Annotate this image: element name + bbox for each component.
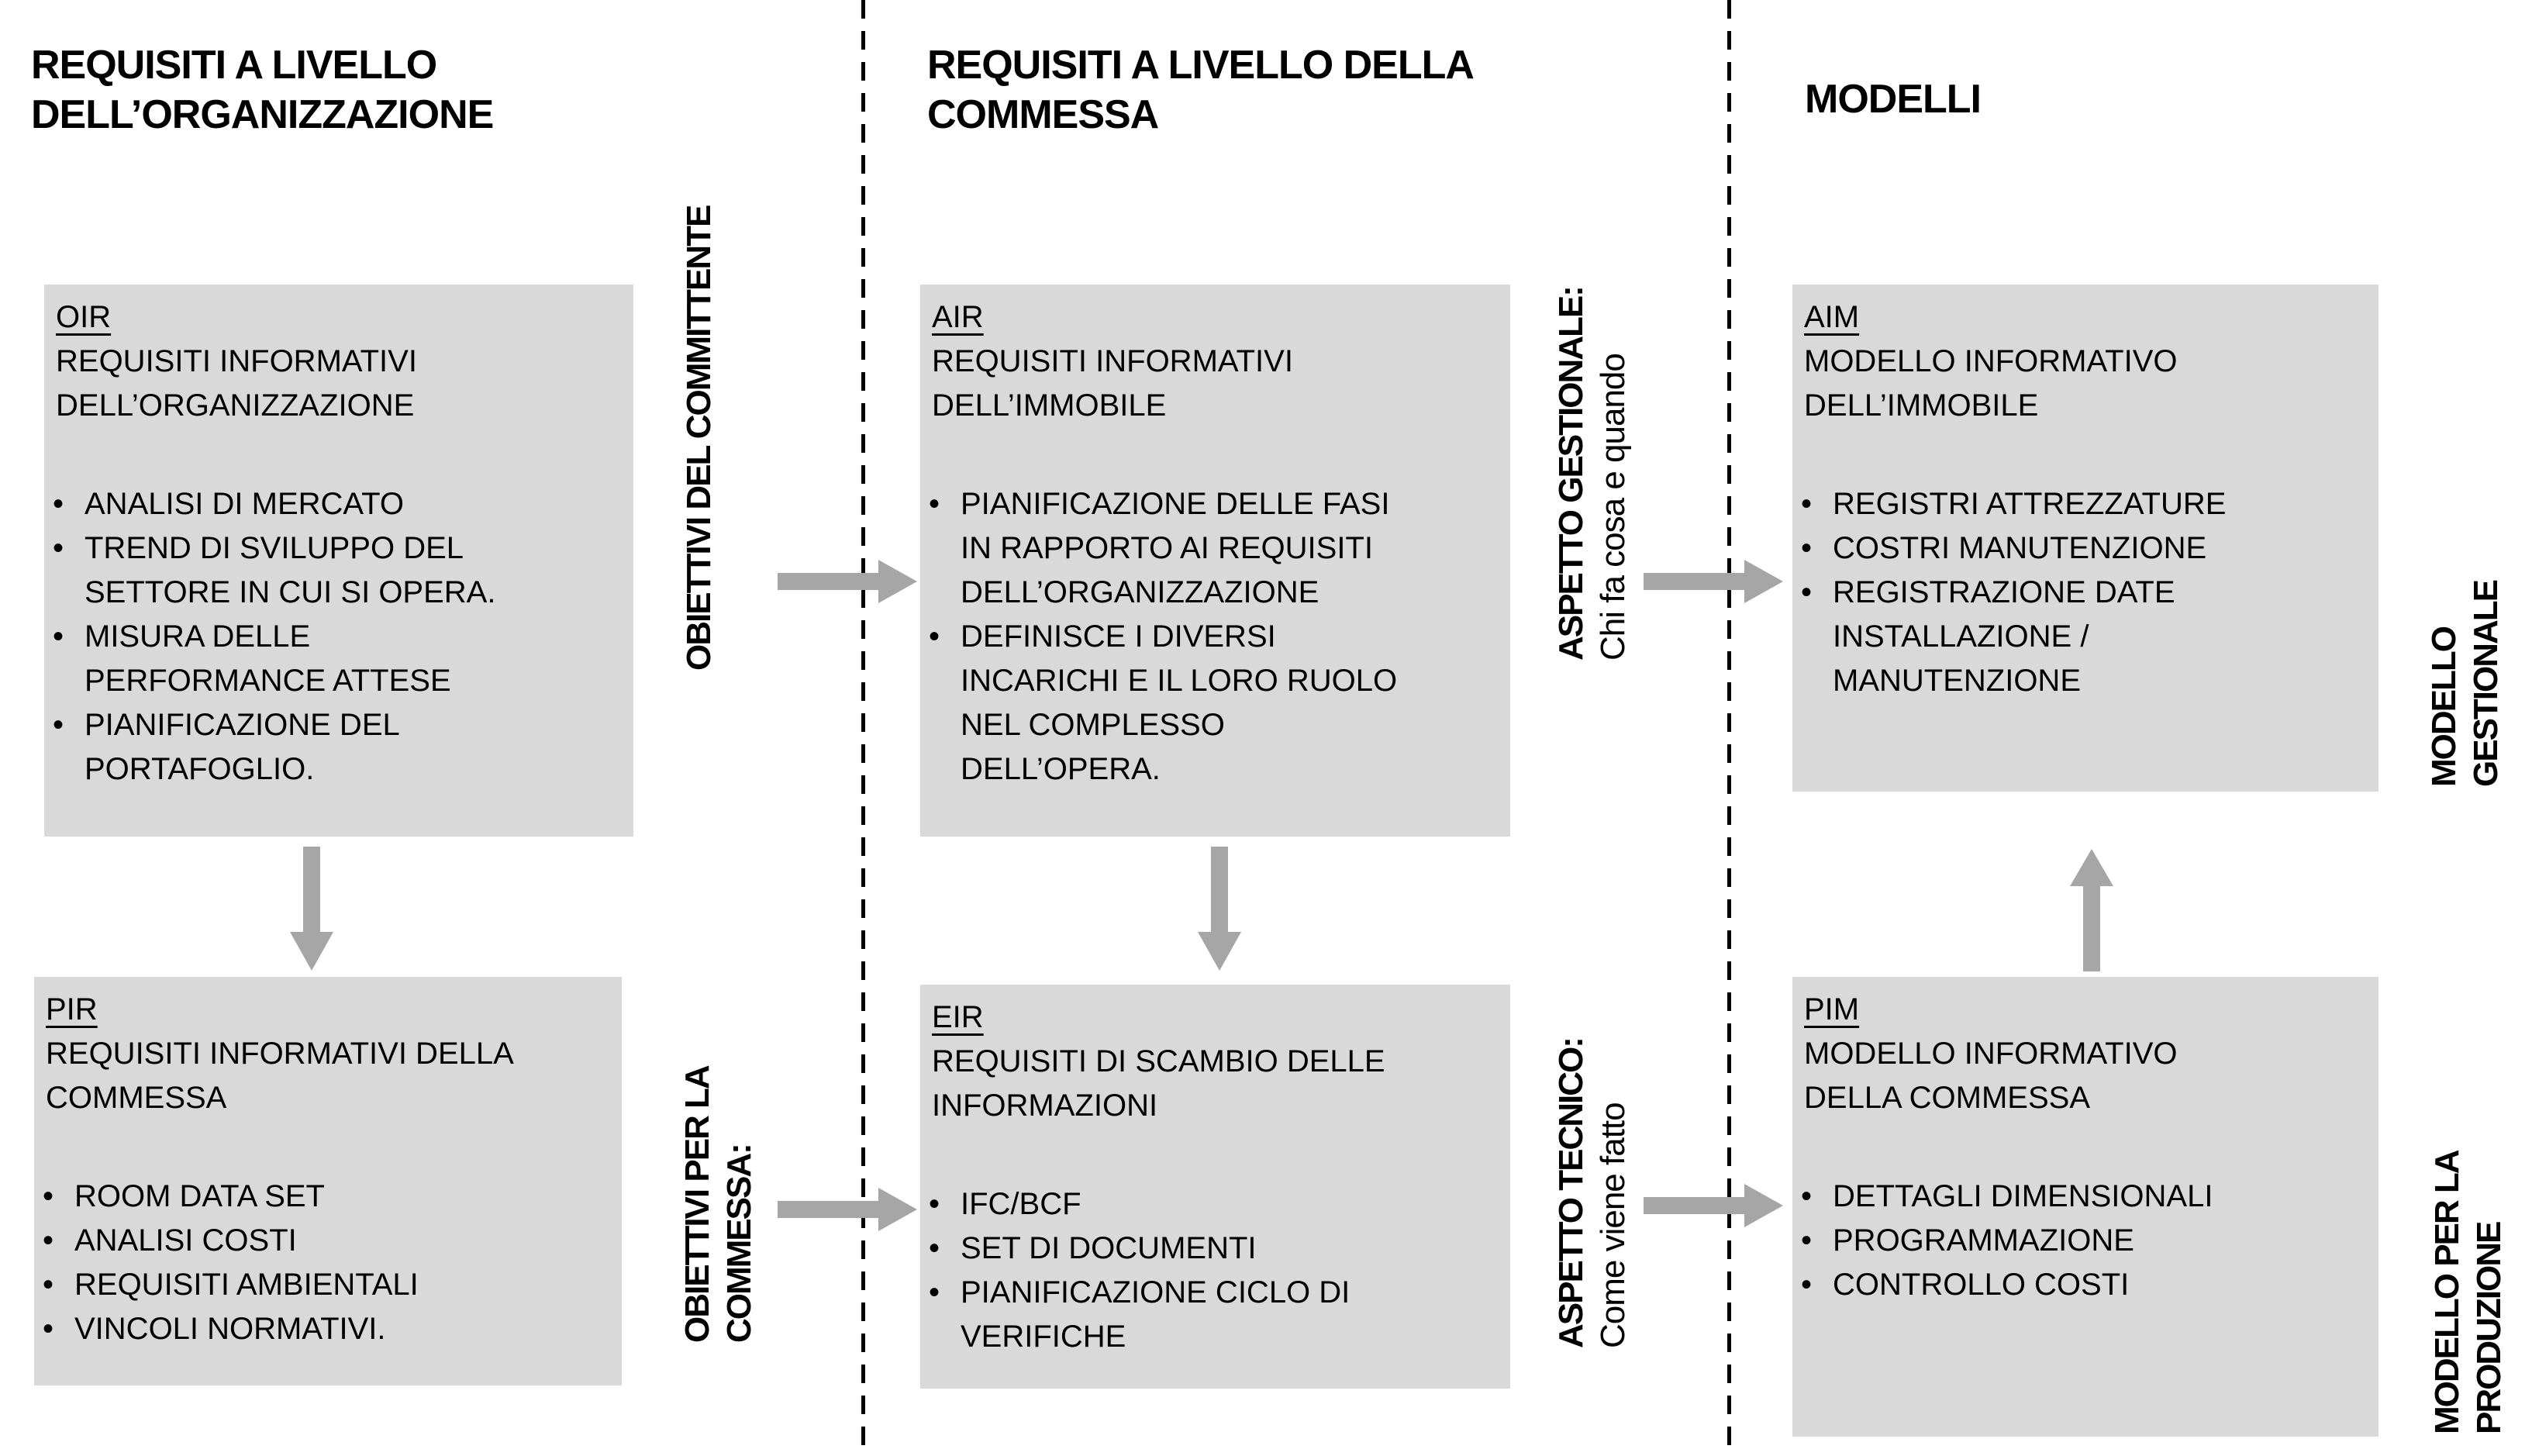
pim-box: PIM MODELLO INFORMATIVO DELLA COMMESSA D… (1792, 977, 2378, 1437)
list-item: VINCOLI NORMATIVI. (43, 1307, 603, 1351)
list-item: COSTRI MANUTENZIONE (1801, 526, 2360, 571)
label-obiettivi-committente: OBIETTIVI DEL COMMITTENTE (678, 205, 722, 671)
oir-bullet-list: ANALISI DI MERCATO TREND DI SVILUPPO DEL… (53, 482, 615, 792)
air-bullet-list: PIANIFICAZIONE DELLE FASI IN RAPPORTO AI… (929, 482, 1492, 792)
label-line: Chi fa cosa e quando (1594, 354, 1632, 661)
dashed-separator-left (861, 0, 865, 1456)
label-aspetto-tecnico: ASPETTO TECNICO: Come viene fatto (1551, 999, 1634, 1348)
list-item: REQUISITI AMBIENTALI (43, 1263, 603, 1307)
arrow-air-to-aim-icon (1644, 560, 1783, 603)
label-line: ASPETTO GESTIONALE: (1552, 287, 1590, 661)
arrow-pim-to-aim-icon (2070, 849, 2113, 971)
list-item: PIANIFICAZIONE CICLO DI VERIFICHE (929, 1271, 1492, 1359)
label-aspetto-gestionale: ASPETTO GESTIONALE: Chi fa cosa e quando (1551, 287, 1634, 661)
pir-box: PIR REQUISITI INFORMATIVI DELLA COMMESSA… (34, 977, 622, 1385)
list-item: CONTROLLO COSTI (1801, 1263, 2360, 1307)
air-acronym: AIR (932, 300, 984, 334)
dashed-separator-right (1727, 0, 1731, 1456)
label-line: MODELLO (2425, 627, 2463, 787)
eir-subtitle: REQUISITI DI SCAMBIO DELLE INFORMAZIONI (932, 1044, 1385, 1123)
label-line: Come viene fatto (1594, 1102, 1632, 1348)
pir-subtitle: REQUISITI INFORMATIVI DELLA COMMESSA (46, 1037, 514, 1115)
list-item: REGISTRAZIONE DATE INSTALLAZIONE / MANUT… (1801, 571, 2360, 703)
label-obiettivi-commessa: OBIETTIVI PER LA COMMESSA: (677, 994, 761, 1343)
list-item: SET DI DOCUMENTI (929, 1227, 1492, 1271)
list-item: ANALISI COSTI (43, 1219, 603, 1263)
pir-bullet-list: ROOM DATA SET ANALISI COSTI REQUISITI AM… (43, 1175, 603, 1351)
list-item: ANALISI DI MERCATO (53, 482, 615, 526)
list-item: DEFINISCE I DIVERSI INCARICHI E IL LORO … (929, 615, 1492, 792)
list-item: TREND DI SVILUPPO DEL SETTORE IN CUI SI … (53, 526, 615, 615)
list-item: MISURA DELLE PERFORMANCE ATTESE (53, 615, 615, 703)
label-line: GESTIONALE (2467, 580, 2505, 787)
arrow-air-to-eir-icon (1198, 847, 1241, 971)
list-item: ROOM DATA SET (43, 1175, 603, 1219)
eir-bullet-list: IFC/BCF SET DI DOCUMENTI PIANIFICAZIONE … (929, 1182, 1492, 1359)
arrow-pir-to-eir-icon (778, 1188, 917, 1231)
label-line: ASPETTO TECNICO: (1552, 1038, 1590, 1348)
pim-bullet-list: DETTAGLI DIMENSIONALI PROGRAMMAZIONE CON… (1801, 1175, 2360, 1307)
label-line: COMMESSA: (720, 1144, 758, 1343)
pim-acronym: PIM (1804, 992, 1860, 1026)
list-item: DETTAGLI DIMENSIONALI (1801, 1175, 2360, 1219)
label-line: OBIETTIVI DEL COMMITTENTE (680, 205, 718, 671)
label-modello-gestionale: MODELLO GESTIONALE (2423, 531, 2507, 787)
label-line: OBIETTIVI PER LA (678, 1066, 716, 1343)
list-item: PROGRAMMAZIONE (1801, 1219, 2360, 1263)
label-line: PRODUZIONE (2470, 1222, 2508, 1434)
pim-subtitle: MODELLO INFORMATIVO DELLA COMMESSA (1804, 1037, 2178, 1115)
list-item: REGISTRI ATTREZZATURE (1801, 482, 2360, 526)
arrow-oir-to-pir-icon (290, 847, 333, 971)
arrow-oir-to-air-icon (778, 560, 917, 603)
aim-subtitle: MODELLO INFORMATIVO DELL’IMMOBILE (1804, 344, 2178, 423)
air-box: AIR REQUISITI INFORMATIVI DELL’IMMOBILE … (920, 285, 1510, 837)
aim-acronym: AIM (1804, 300, 1860, 334)
label-modello-produzione: MODELLO PER LA PRODUZIONE (2427, 1151, 2510, 1434)
heading-project-level: REQUISITI A LIVELLO DELLA COMMESSA (927, 43, 1475, 137)
oir-box: OIR REQUISITI INFORMATIVI DELL’ORGANIZZA… (44, 285, 633, 837)
aim-box: AIM MODELLO INFORMATIVO DELL’IMMOBILE RE… (1792, 285, 2378, 792)
list-item: IFC/BCF (929, 1182, 1492, 1227)
oir-subtitle: REQUISITI INFORMATIVI DELL’ORGANIZZAZION… (56, 344, 417, 423)
list-item: PIANIFICAZIONE DELLE FASI IN RAPPORTO AI… (929, 482, 1492, 615)
arrow-eir-to-pim-icon (1644, 1184, 1783, 1227)
pir-acronym: PIR (46, 992, 98, 1026)
air-subtitle: REQUISITI INFORMATIVI DELL’IMMOBILE (932, 344, 1293, 423)
label-line: MODELLO PER LA (2428, 1151, 2466, 1434)
eir-box: EIR REQUISITI DI SCAMBIO DELLE INFORMAZI… (920, 985, 1510, 1389)
aim-bullet-list: REGISTRI ATTREZZATURE COSTRI MANUTENZION… (1801, 482, 2360, 703)
eir-acronym: EIR (932, 1000, 984, 1034)
heading-models: MODELLI (1805, 77, 1982, 122)
oir-acronym: OIR (56, 300, 112, 334)
list-item: PIANIFICAZIONE DEL PORTAFOGLIO. (53, 703, 615, 792)
heading-organization-level: REQUISITI A LIVELLO DELL’ORGANIZZAZIONE (31, 43, 494, 137)
